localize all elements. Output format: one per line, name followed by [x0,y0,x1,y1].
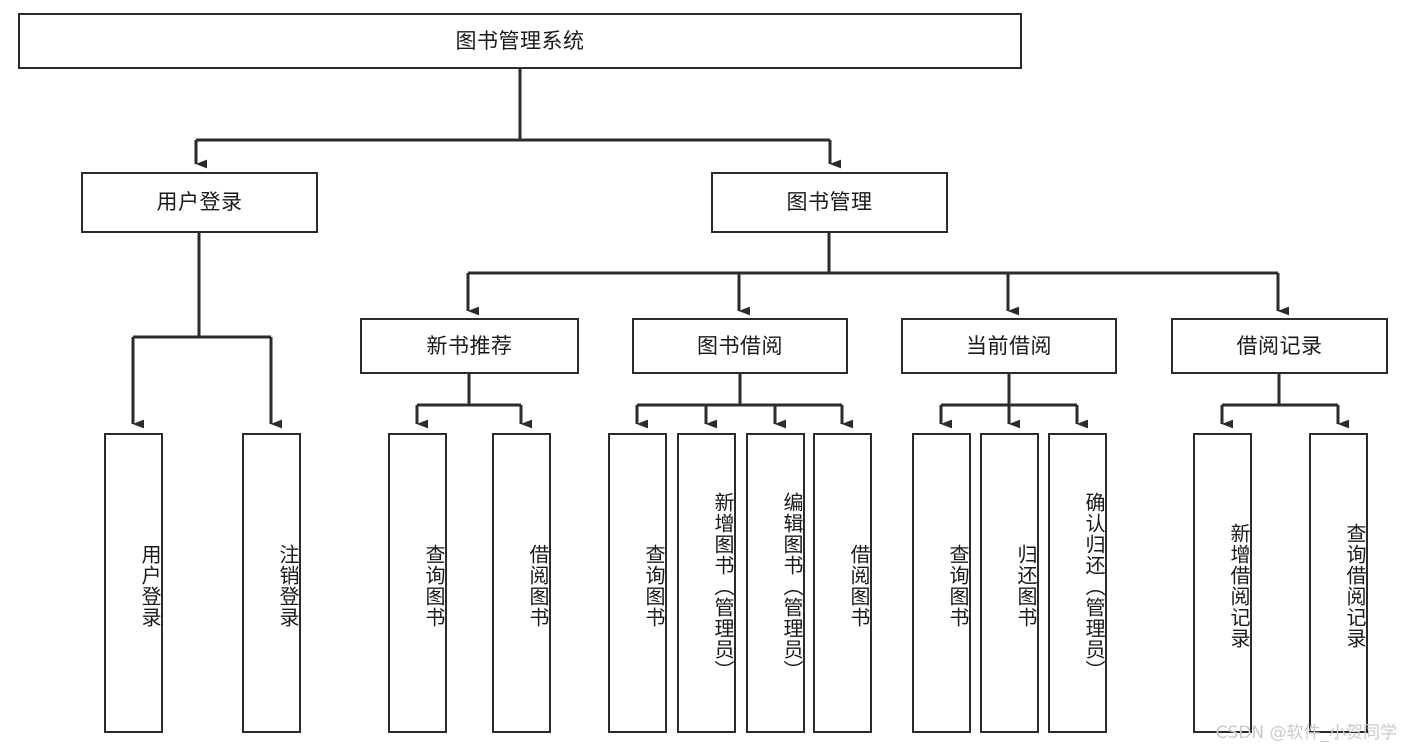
leaf-book-borrow-0[interactable]: 查询图书 [608,433,667,733]
node-label: 查询图书 [422,544,446,628]
leaf-borrow-record-1[interactable]: 查询借阅记录 [1309,433,1368,733]
node-label: 编辑图书（管理员） [780,491,804,681]
node-label: 借阅图书 [526,544,550,628]
node-book-management[interactable]: 图书管理 [711,172,948,233]
node-label: 查询借阅记录 [1343,523,1367,649]
node-label: 图书借阅 [697,333,783,358]
node-label: 借阅图书 [847,544,871,628]
leaf-borrow-record-0[interactable]: 新增借阅记录 [1193,433,1252,733]
node-label: 用户登录 [138,544,162,628]
leaf-current-borrow-2[interactable]: 确认归还（管理员） [1048,433,1107,733]
node-label: 新书推荐 [426,333,513,358]
leaf-user-login-1[interactable]: 注销登录 [242,433,301,733]
node-label: 用户登录 [156,190,243,215]
node-label: 新增图书（管理员） [711,491,735,681]
node-label: 当前借阅 [966,333,1052,358]
leaf-current-borrow-1[interactable]: 归还图书 [980,433,1039,733]
leaf-new-book-recommend-1[interactable]: 借阅图书 [492,433,551,733]
leaf-book-borrow-3[interactable]: 借阅图书 [813,433,872,733]
leaf-new-book-recommend-0[interactable]: 查询图书 [388,433,447,733]
csdn-watermark: CSDN @软件_小贺同学 [1215,723,1397,743]
node-root-book-management-system[interactable]: 图书管理系统 [18,13,1022,69]
node-user-login[interactable]: 用户登录 [81,172,318,233]
node-label: 图书管理 [786,190,873,215]
node-label: 注销登录 [276,544,300,628]
node-label: 查询图书 [642,544,666,628]
leaf-book-borrow-2[interactable]: 编辑图书（管理员） [746,433,805,733]
node-current-borrow[interactable]: 当前借阅 [901,318,1117,374]
node-label: 图书管理系统 [455,28,585,53]
node-label: 确认归还（管理员） [1082,491,1106,681]
leaf-book-borrow-1[interactable]: 新增图书（管理员） [677,433,736,733]
node-label: 查询图书 [946,544,970,628]
leaf-current-borrow-0[interactable]: 查询图书 [912,433,971,733]
node-new-book-recommend[interactable]: 新书推荐 [360,318,579,374]
node-book-borrow[interactable]: 图书借阅 [632,318,848,374]
node-label: 借阅记录 [1236,333,1323,358]
node-label: 归还图书 [1014,544,1038,628]
node-label: 新增借阅记录 [1227,523,1251,649]
node-borrow-record[interactable]: 借阅记录 [1171,318,1388,374]
leaf-user-login-0[interactable]: 用户登录 [104,433,163,733]
